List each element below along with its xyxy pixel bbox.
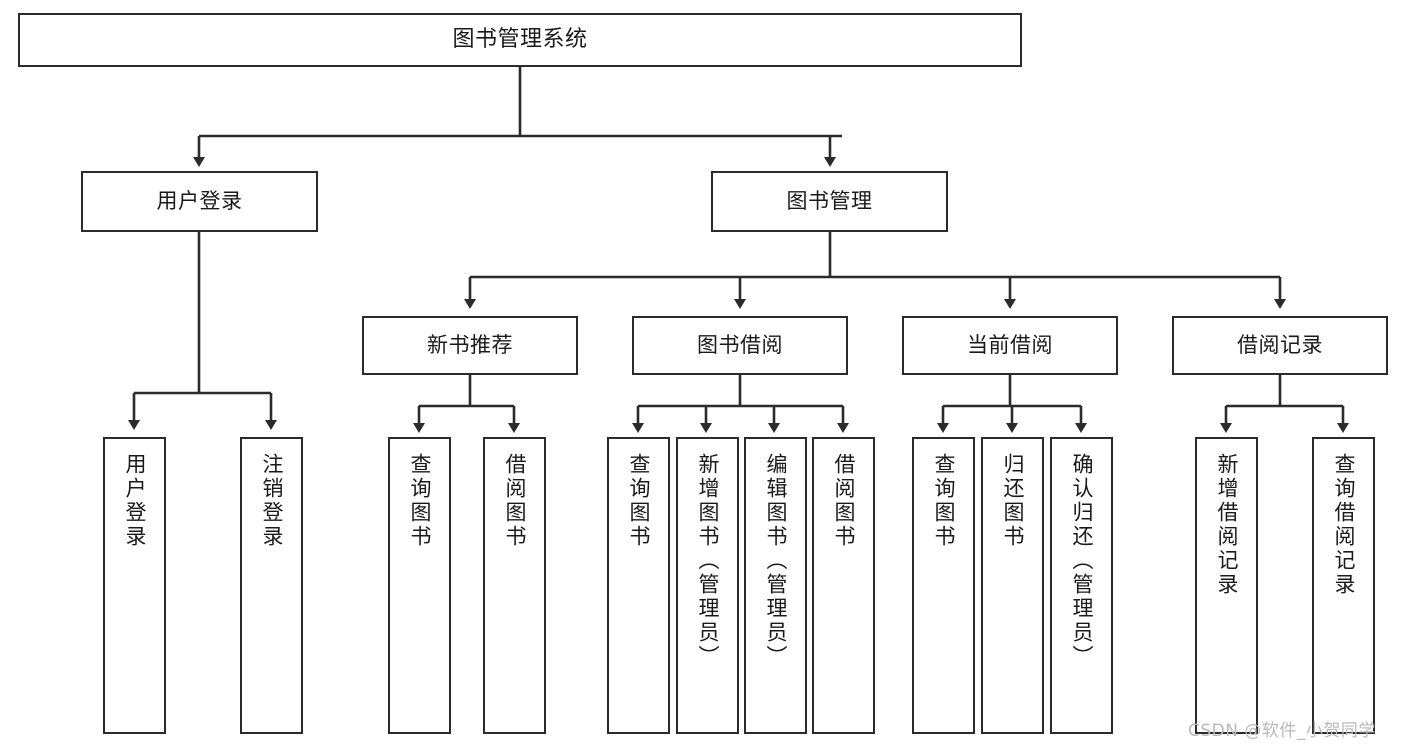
leaf-current-borrow-return-book[interactable]: 归还图书 xyxy=(981,437,1044,734)
node-label: 图书管理系统 xyxy=(452,26,588,52)
node-label: 当前借阅 xyxy=(967,332,1053,357)
node-label: 确认归还（管理员） xyxy=(1070,453,1094,669)
node-label: 查询图书 xyxy=(932,453,956,549)
node-label: 查询图书 xyxy=(627,453,651,549)
leaf-current-borrow-query-book[interactable]: 查询图书 xyxy=(912,437,975,734)
node-root-book-management-system[interactable]: 图书管理系统 xyxy=(18,13,1022,67)
leaf-borrow-record-add-record[interactable]: 新增借阅记录 xyxy=(1195,437,1258,734)
node-label: 新增图书（管理员） xyxy=(696,453,720,669)
node-label: 借阅图书 xyxy=(503,453,527,549)
leaf-current-borrow-confirm-return-admin[interactable]: 确认归还（管理员） xyxy=(1050,437,1113,734)
node-label: 借阅图书 xyxy=(832,453,856,549)
leaf-user-login-logout[interactable]: 注销登录 xyxy=(240,437,303,734)
leaf-borrow-record-query-record[interactable]: 查询借阅记录 xyxy=(1312,437,1375,734)
node-label: 查询图书 xyxy=(408,453,432,549)
node-user-login[interactable]: 用户登录 xyxy=(81,171,318,232)
node-current-borrow[interactable]: 当前借阅 xyxy=(902,316,1118,375)
node-label: 新书推荐 xyxy=(427,332,513,357)
node-label: 用户登录 xyxy=(156,188,243,213)
node-label: 新增借阅记录 xyxy=(1215,453,1239,597)
leaf-book-borrow-edit-book-admin[interactable]: 编辑图书（管理员） xyxy=(744,437,807,734)
leaf-book-borrow-query-book[interactable]: 查询图书 xyxy=(607,437,670,734)
node-new-book-recommend[interactable]: 新书推荐 xyxy=(362,316,578,375)
leaf-book-borrow-borrow-book[interactable]: 借阅图书 xyxy=(812,437,875,734)
leaf-new-book-borrow-book[interactable]: 借阅图书 xyxy=(483,437,546,734)
node-book-management[interactable]: 图书管理 xyxy=(711,171,948,232)
node-borrow-record[interactable]: 借阅记录 xyxy=(1172,316,1388,375)
node-label: 注销登录 xyxy=(260,453,284,549)
leaf-new-book-query-book[interactable]: 查询图书 xyxy=(388,437,451,734)
csdn-watermark: CSDN @软件_小贺同学 xyxy=(1188,721,1376,741)
node-book-borrow[interactable]: 图书借阅 xyxy=(632,316,848,375)
leaf-user-login-login[interactable]: 用户登录 xyxy=(103,437,166,734)
node-label: 图书管理 xyxy=(786,188,873,213)
node-label: 用户登录 xyxy=(123,453,147,549)
node-label: 借阅记录 xyxy=(1237,332,1323,357)
leaf-book-borrow-add-book-admin[interactable]: 新增图书（管理员） xyxy=(676,437,739,734)
node-label: 图书借阅 xyxy=(697,332,783,357)
node-label: 归还图书 xyxy=(1001,453,1025,549)
node-label: 查询借阅记录 xyxy=(1332,453,1356,597)
node-label: 编辑图书（管理员） xyxy=(764,453,788,669)
